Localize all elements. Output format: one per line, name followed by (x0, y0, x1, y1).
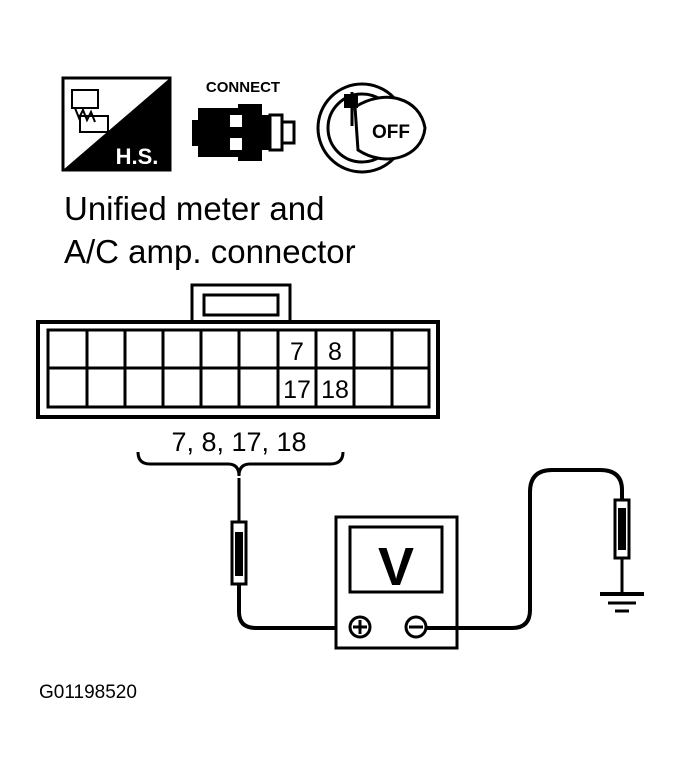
hs-label: H.S. (116, 144, 159, 169)
positive-probe (230, 478, 346, 630)
title-line-1: Unified meter and (64, 190, 324, 227)
connect-icon: CONNECT (192, 79, 296, 161)
voltage-unit-label: V (378, 537, 414, 597)
pin-17-label: 17 (283, 376, 311, 404)
figure-code: G01198520 (39, 682, 137, 703)
pins-label: 7, 8, 17, 18 (171, 427, 306, 457)
ignition-off-icon: OFF (316, 82, 427, 174)
off-label: OFF (372, 122, 410, 143)
title-line-2: A/C amp. connector (64, 233, 356, 270)
connector-diagram: 7 8 17 18 (36, 283, 440, 419)
pin-18-label: 18 (321, 376, 349, 404)
pins-brace (136, 451, 345, 477)
pin-8-label: 8 (328, 338, 342, 366)
negative-probe (426, 468, 631, 630)
harness-side-icon: H.S. (61, 76, 172, 172)
pin-7-label: 7 (290, 338, 304, 366)
connect-label: CONNECT (206, 79, 280, 96)
ground-icon (600, 592, 644, 613)
